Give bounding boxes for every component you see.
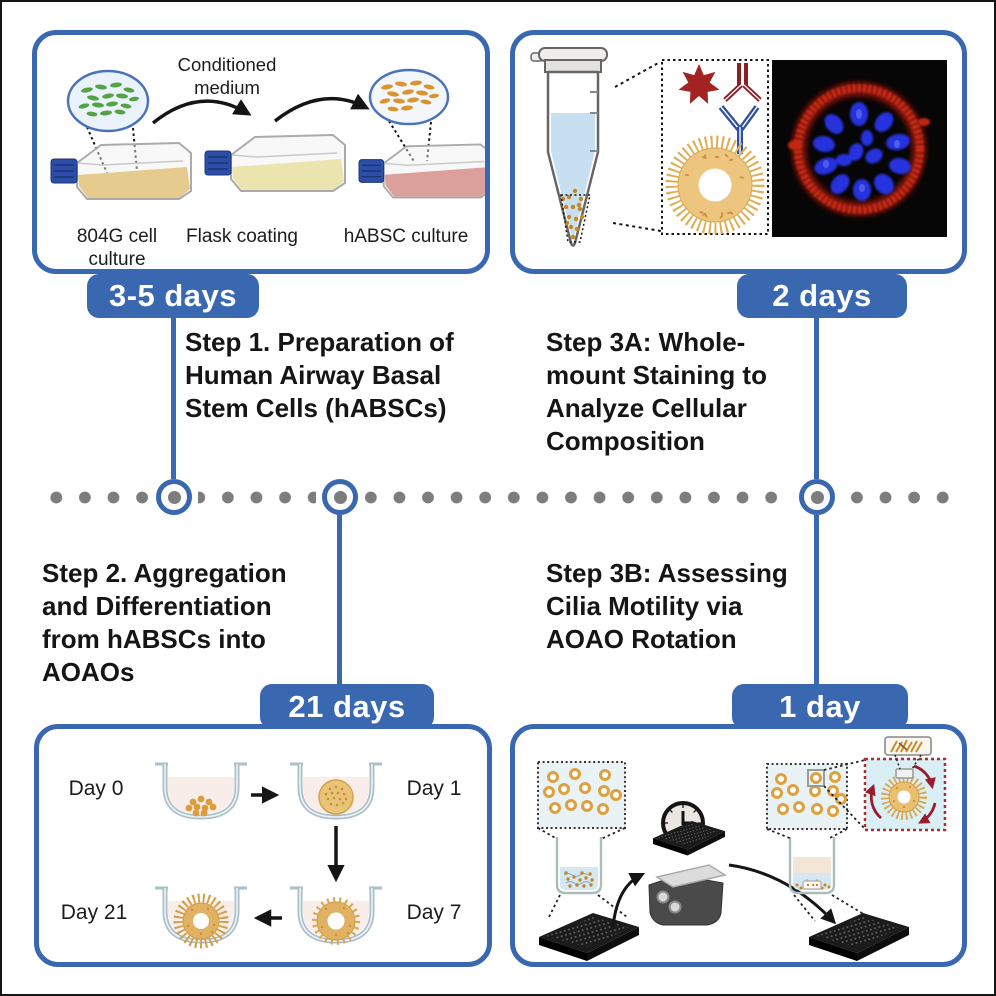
magnifier-dashes bbox=[612, 61, 662, 232]
step1-title: Step 1. Preparation of Human Airway Basa… bbox=[185, 327, 454, 423]
connector-step3b bbox=[814, 515, 819, 685]
day1-label: Day 1 bbox=[406, 777, 462, 800]
well-day0-icon bbox=[155, 764, 247, 817]
cilia-sample-bracket-icon bbox=[895, 768, 914, 779]
zoom-dashes-left bbox=[537, 827, 626, 840]
step2-title: Step 2. Aggregation and Differentiation … bbox=[42, 558, 287, 687]
arrow-shaker-to-plate bbox=[728, 863, 837, 925]
beaker-left-icon bbox=[555, 837, 603, 895]
flask-804g-icon bbox=[50, 142, 192, 200]
duration-badge-step3b: 1 day bbox=[732, 684, 908, 729]
eppendorf-tube-icon bbox=[530, 47, 608, 247]
step3b-illustration bbox=[537, 736, 947, 961]
well-day21-icon bbox=[155, 888, 247, 949]
connector-step1 bbox=[171, 318, 176, 479]
connector-step3a bbox=[814, 318, 819, 479]
panel-step1: Conditioned medium 804G cell culture Fla… bbox=[32, 30, 490, 274]
aoao-suspension-zoom-left bbox=[537, 761, 626, 829]
magnifier-habsc-cells-icon bbox=[368, 68, 450, 164]
organoid-schematic-icon bbox=[665, 135, 765, 235]
timeline-dots bbox=[42, 491, 958, 504]
aoao-rotation-box bbox=[863, 757, 947, 832]
step3a-illustration bbox=[530, 47, 947, 247]
flask3-label: hABSC culture bbox=[343, 226, 469, 247]
step1-illustration bbox=[50, 68, 485, 200]
conditioned-medium-label: Conditioned medium bbox=[177, 54, 277, 98]
shaker-icon bbox=[648, 821, 727, 926]
well-plate-right-icon bbox=[809, 913, 909, 961]
step3a-title: Step 3A: Whole- mount Staining to Analyz… bbox=[546, 327, 767, 456]
panel-step3a bbox=[510, 30, 967, 274]
secondary-antibody-icon bbox=[723, 63, 762, 102]
step3b-title: Step 3B: Assessing Cilia Motility via AO… bbox=[546, 558, 788, 654]
timeline-marker-step2 bbox=[322, 479, 358, 515]
antibody-staining-box bbox=[661, 59, 769, 235]
cilia-closeup-inset bbox=[884, 736, 932, 770]
selection-square-icon bbox=[807, 769, 825, 787]
duration-badge-step2: 21 days bbox=[260, 684, 434, 729]
timeline-marker-step3 bbox=[799, 479, 835, 515]
magnifier-804g-cells-icon bbox=[66, 69, 150, 174]
zoom-dashes-left-plate bbox=[548, 894, 628, 918]
step2-illustration bbox=[39, 729, 487, 949]
flask-habsc-icon bbox=[358, 143, 485, 199]
aoao-suspension-zoom-right bbox=[766, 763, 848, 830]
day0-label: Day 0 bbox=[68, 777, 124, 800]
well-plate-left-icon bbox=[539, 913, 639, 961]
connector-step2 bbox=[337, 515, 342, 685]
day21-label: Day 21 bbox=[60, 901, 128, 924]
panel-step3b bbox=[510, 724, 967, 967]
timeline-marker-dot bbox=[810, 490, 824, 504]
fluorophore-star-icon bbox=[678, 64, 720, 104]
to-habsc-arrow bbox=[273, 93, 370, 123]
rotation-arrows-icon bbox=[865, 764, 937, 824]
day7-label: Day 7 bbox=[406, 901, 462, 924]
duration-badge-step1: 3-5 days bbox=[87, 274, 259, 318]
beaker-right-icon bbox=[788, 837, 836, 895]
well-day7-icon bbox=[290, 888, 382, 945]
duration-badge-step3a: 2 days bbox=[737, 274, 907, 318]
flask-coating-icon bbox=[204, 134, 346, 192]
flask1-label: 804G cell culture bbox=[76, 226, 158, 270]
arrow-plate-to-shaker bbox=[611, 872, 646, 928]
timeline-marker-step1 bbox=[156, 479, 192, 515]
zoom-dashes-right bbox=[766, 828, 848, 840]
well-day1-icon bbox=[290, 764, 382, 817]
panel-step2: Day 0 Day 1 Day 7 Day 21 bbox=[34, 724, 492, 967]
conditioned-medium-arrow bbox=[151, 99, 252, 125]
fluorescence-micrograph bbox=[772, 60, 947, 237]
zoom-dashes-rotation bbox=[823, 759, 866, 830]
primary-antibody-icon bbox=[718, 105, 760, 154]
flask2-label: Flask coating bbox=[186, 226, 298, 247]
timeline-marker-dot bbox=[167, 490, 181, 504]
timeline-marker-dot bbox=[333, 490, 347, 504]
